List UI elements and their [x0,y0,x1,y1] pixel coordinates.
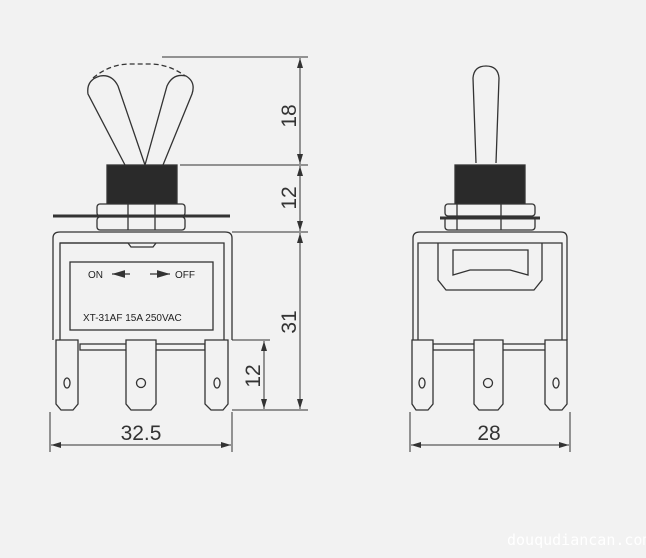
nuts [444,203,536,231]
model-label: XT-31AF 15A 250VAC [83,313,182,324]
terminals [411,339,568,411]
watermark: douqudiancan.com [507,531,646,549]
dim-terminal-height: 12 [242,364,265,387]
front-dimensions [49,56,308,452]
bushing [106,164,178,206]
side-view [411,65,568,411]
dim-front-width: 32.5 [121,422,162,445]
dim-body-height: 31 [278,310,301,333]
on-label: ON [88,270,103,281]
dim-side-width: 28 [477,422,500,445]
bushing [454,164,526,206]
switch-body [52,231,233,340]
toggle-lever [87,63,194,166]
dim-lever-height: 18 [278,104,301,127]
front-view: ON OFF XT-31AF 15A 250VAC [52,63,233,411]
terminals [55,339,229,411]
toggle-lever [472,65,500,164]
side-dimensions [409,412,571,452]
off-label: OFF [175,270,195,281]
dim-bushing-height: 12 [278,186,301,209]
switch-body [412,231,568,340]
